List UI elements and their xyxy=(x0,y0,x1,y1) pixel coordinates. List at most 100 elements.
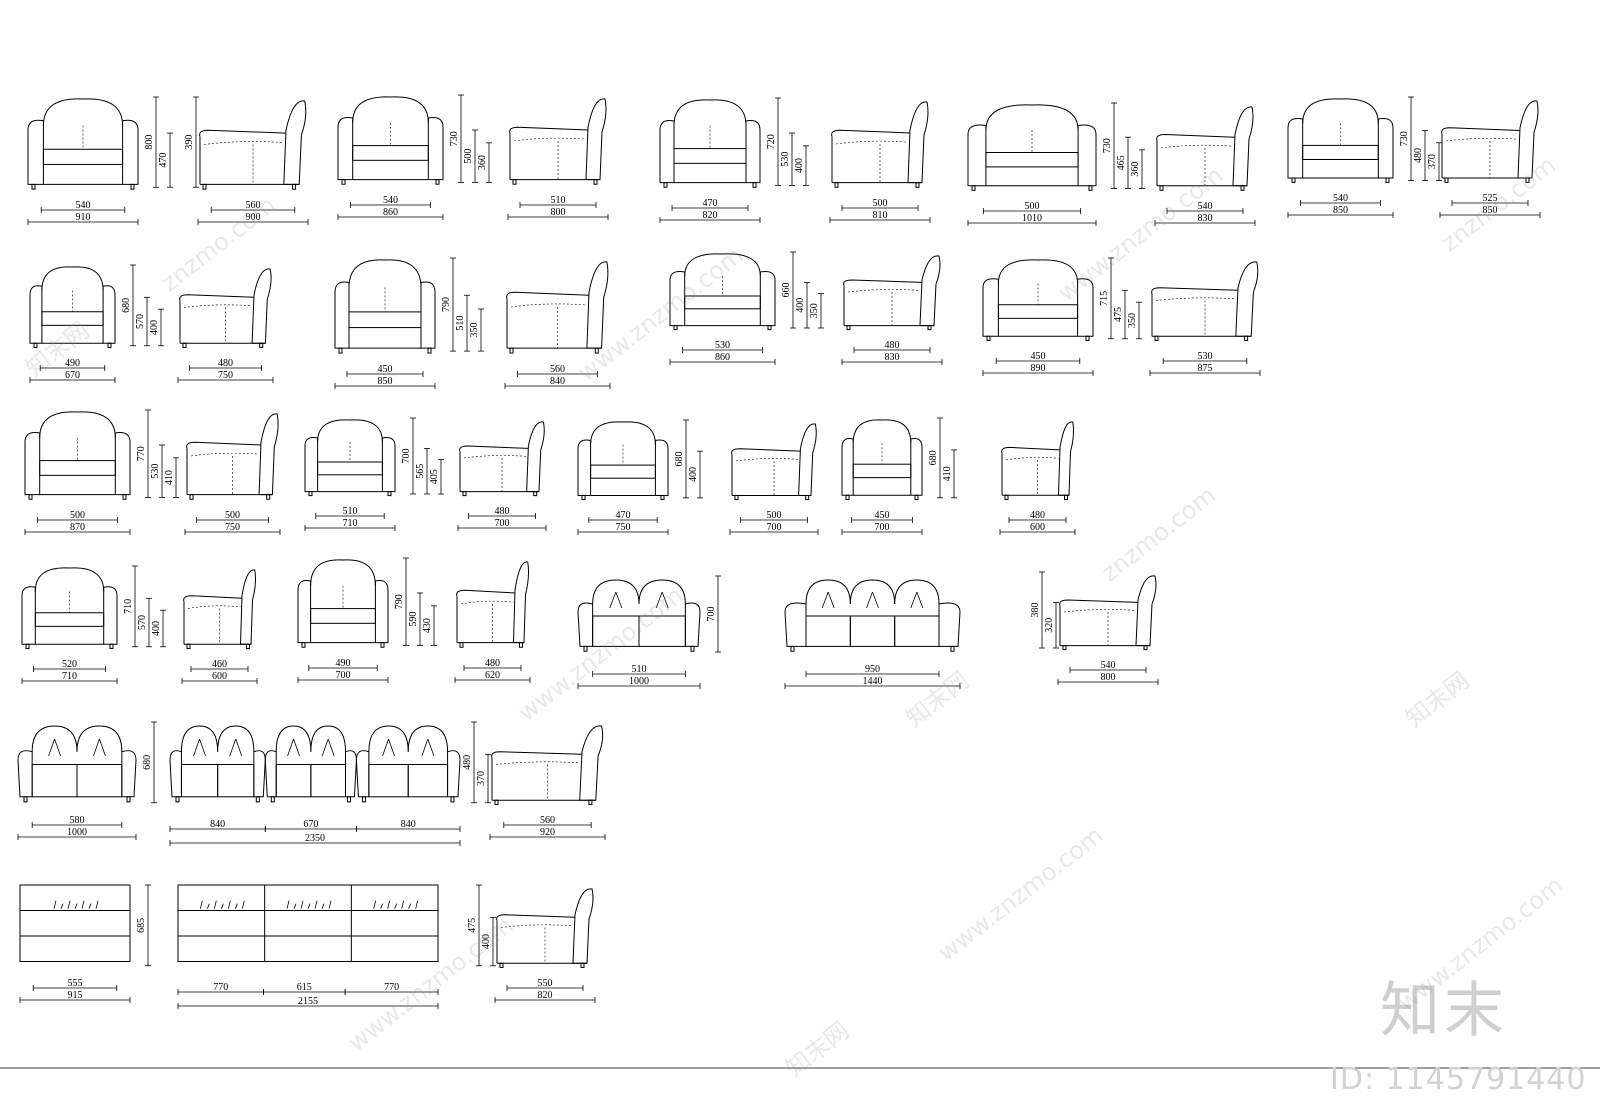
dimension-label: 350 xyxy=(1127,313,1138,328)
dimension-label: 850 xyxy=(1333,205,1348,216)
dimension-label: 680 xyxy=(121,298,132,313)
watermark-id: ID: 1145791440 xyxy=(1330,1062,1587,1097)
dimension-label: 910 xyxy=(76,212,91,223)
dimension-label: 350 xyxy=(809,303,820,318)
dimension-label: 370 xyxy=(476,771,487,786)
dimension-label: 560 xyxy=(550,364,565,375)
dimension-label: 1440 xyxy=(863,676,883,687)
dimension-label: 400 xyxy=(481,934,492,949)
dimension-label: 600 xyxy=(212,671,227,682)
dimension-label: 450 xyxy=(378,364,393,375)
dimension-label: 570 xyxy=(135,314,146,329)
dimension-label: 540 xyxy=(1333,193,1348,204)
dimension-label: 685 xyxy=(136,918,147,933)
dimension-label: 400 xyxy=(794,158,805,173)
dimension-label: 510 xyxy=(343,506,358,517)
dimension-label: 870 xyxy=(70,522,85,533)
dimension-label: 480 xyxy=(462,755,473,770)
dimension-label: 560 xyxy=(540,815,555,826)
dimension-label: 520 xyxy=(62,659,77,670)
dimension-label: 540 xyxy=(1198,201,1213,212)
dimension-label: 370 xyxy=(1427,154,1438,169)
dimension-label: 475 xyxy=(467,918,478,933)
dimension-label: 700 xyxy=(875,522,890,533)
dimension-label: 475 xyxy=(1113,307,1124,322)
dimension-label: 660 xyxy=(781,283,792,298)
dimension-label: 480 xyxy=(495,506,510,517)
dimension-label: 680 xyxy=(928,450,939,465)
dimension-label: 750 xyxy=(225,522,240,533)
dimension-label: 480 xyxy=(485,658,500,669)
dimension-label: 530 xyxy=(150,464,161,479)
dimension-label: 510 xyxy=(455,316,466,331)
dimension-label: 400 xyxy=(151,621,162,636)
dimension-label: 915 xyxy=(68,990,83,1001)
dimension-label: 580 xyxy=(70,815,85,826)
dimension-label: 450 xyxy=(1031,351,1046,362)
dimension-label: 500 xyxy=(873,198,888,209)
dimension-label: 380 xyxy=(1030,603,1041,618)
dimension-label: 810 xyxy=(873,210,888,221)
dimension-label: 920 xyxy=(540,827,555,838)
dimension-label: 530 xyxy=(1198,351,1213,362)
dimension-label: 840 xyxy=(210,819,225,830)
dimension-label: 470 xyxy=(158,153,169,168)
dimension-label: 2350 xyxy=(305,833,325,844)
dimension-label: 700 xyxy=(401,449,412,464)
dimension-label: 570 xyxy=(137,615,148,630)
dimension-label: 510 xyxy=(632,664,647,675)
dimension-label: 800 xyxy=(551,207,566,218)
dimension-label: 525 xyxy=(1483,193,1498,204)
dimension-label: 590 xyxy=(408,612,419,627)
dimension-label: 400 xyxy=(795,298,806,313)
dimension-label: 480 xyxy=(218,358,233,369)
dimension-label: 710 xyxy=(343,518,358,529)
dimension-label: 730 xyxy=(1399,131,1410,146)
dimension-label: 715 xyxy=(1099,291,1110,306)
dimension-label: 670 xyxy=(303,819,318,830)
dimension-label: 860 xyxy=(715,352,730,363)
dimension-label: 950 xyxy=(865,664,880,675)
dimension-label: 710 xyxy=(123,599,134,614)
dimension-label: 820 xyxy=(703,210,718,221)
dimension-label: 550 xyxy=(538,978,553,989)
dimension-label: 470 xyxy=(616,510,631,521)
dimension-label: 430 xyxy=(422,618,433,633)
dimension-label: 360 xyxy=(1130,162,1141,177)
dimension-label: 730 xyxy=(1102,138,1113,153)
dimension-label: 800 xyxy=(144,135,155,150)
dimension-label: 405 xyxy=(429,469,440,484)
dimension-label: 820 xyxy=(538,990,553,1001)
dimension-label: 730 xyxy=(449,131,460,146)
dimension-label: 510 xyxy=(551,195,566,206)
dimension-label: 710 xyxy=(62,671,77,682)
dimension-label: 1000 xyxy=(67,827,87,838)
dimension-label: 840 xyxy=(550,376,565,387)
dimension-label: 790 xyxy=(441,297,452,312)
dimension-label: 840 xyxy=(401,819,416,830)
dimension-label: 900 xyxy=(246,212,261,223)
dimension-label: 500 xyxy=(463,149,474,164)
